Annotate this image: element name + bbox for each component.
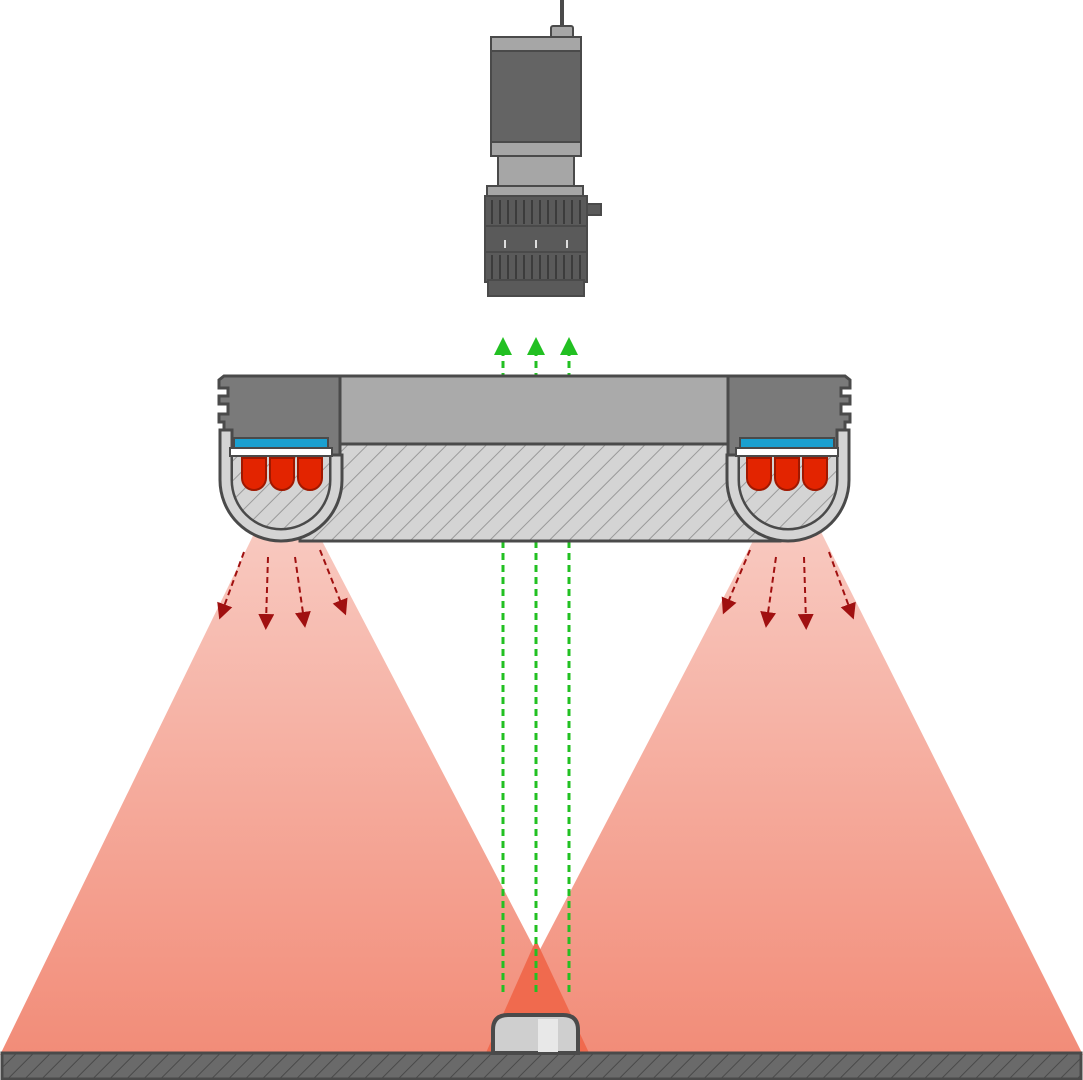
object-body [491, 1013, 580, 1055]
camera-mount [497, 155, 575, 189]
ring-light-housing [217, 374, 852, 543]
lens-grip-bottom [491, 255, 581, 279]
surface-bar [0, 1051, 1083, 1080]
camera-body [490, 36, 582, 156]
housing-hatched-plate [298, 438, 782, 543]
emitted-ray [828, 551, 856, 620]
conveyor-surface [0, 1051, 1083, 1080]
light-cones [0, 470, 1083, 1055]
lens-body [484, 195, 588, 283]
light-cone-left [0, 470, 590, 1055]
pcb-right-base [735, 447, 839, 457]
led-array-left [241, 457, 323, 491]
emitted-ray [258, 556, 275, 630]
emitted-ray [760, 556, 777, 628]
emitted-ray [294, 556, 311, 628]
led-icon [802, 457, 828, 491]
led-icon [241, 457, 267, 491]
housing-top-plate [328, 374, 742, 446]
light-cone-right [485, 470, 1083, 1055]
led-icon [774, 457, 800, 491]
lens-front [487, 279, 585, 297]
emitted-ray [797, 556, 814, 630]
led-icon [269, 457, 295, 491]
led-icon [297, 457, 323, 491]
object-highlight [538, 1019, 558, 1052]
pcb-left-base [229, 447, 333, 457]
lens-icon [484, 195, 602, 297]
lens-grip-top [491, 200, 581, 224]
object-icon [491, 1013, 580, 1055]
camera-bottom-band [490, 141, 582, 157]
lens-knob [586, 203, 602, 216]
pcb-right [739, 437, 835, 449]
led-icon [746, 457, 772, 491]
emitted-rays [217, 549, 856, 630]
pcb-left [233, 437, 329, 449]
camera-top-band [490, 36, 582, 52]
emitted-ray [217, 551, 245, 620]
emitted-ray [721, 549, 751, 615]
camera-icon [486, 0, 584, 199]
led-array-right [746, 457, 828, 491]
emitted-ray [319, 549, 348, 616]
